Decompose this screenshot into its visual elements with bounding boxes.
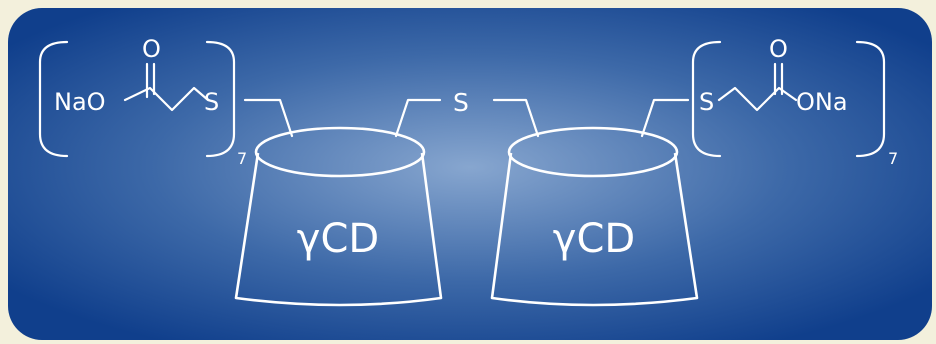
left-cup-body xyxy=(234,152,443,307)
right-substituent: S O ONa 7 xyxy=(640,35,898,168)
right-salt-label: ONa xyxy=(796,88,848,116)
right-cup-rim xyxy=(507,126,679,178)
left-repeat-count: 7 xyxy=(237,149,247,168)
right-cup-body xyxy=(490,152,699,307)
bridge-right-arm xyxy=(492,98,540,138)
right-close-bracket xyxy=(855,40,886,158)
left-connector xyxy=(243,98,294,138)
left-salt-label: NaO xyxy=(54,88,106,116)
right-carbon-chain xyxy=(717,86,798,112)
left-sulfur-label: S xyxy=(204,88,219,116)
left-carbon-chain xyxy=(123,86,210,112)
sulfur-bridge: S xyxy=(394,88,540,138)
left-substituent: NaO O S 7 xyxy=(38,35,294,168)
diagram-panel xyxy=(8,8,932,340)
bridge-sulfur-label: S xyxy=(453,88,469,117)
left-oxygen-label: O xyxy=(142,35,161,63)
right-oxygen-label: O xyxy=(769,35,788,63)
right-cyclodextrin-cup: γCD xyxy=(490,126,699,307)
bridge-left-arm xyxy=(394,98,442,138)
left-close-bracket xyxy=(205,40,236,158)
left-open-bracket xyxy=(38,40,69,158)
left-cyclodextrin-label: γCD xyxy=(297,216,379,262)
right-repeat-count: 7 xyxy=(888,149,898,168)
right-connector xyxy=(640,98,690,138)
right-cyclodextrin-label: γCD xyxy=(553,216,635,262)
left-cyclodextrin-cup: γCD xyxy=(234,126,443,307)
right-open-bracket xyxy=(691,40,722,158)
left-cup-rim xyxy=(254,126,426,178)
right-sulfur-label: S xyxy=(699,88,714,116)
